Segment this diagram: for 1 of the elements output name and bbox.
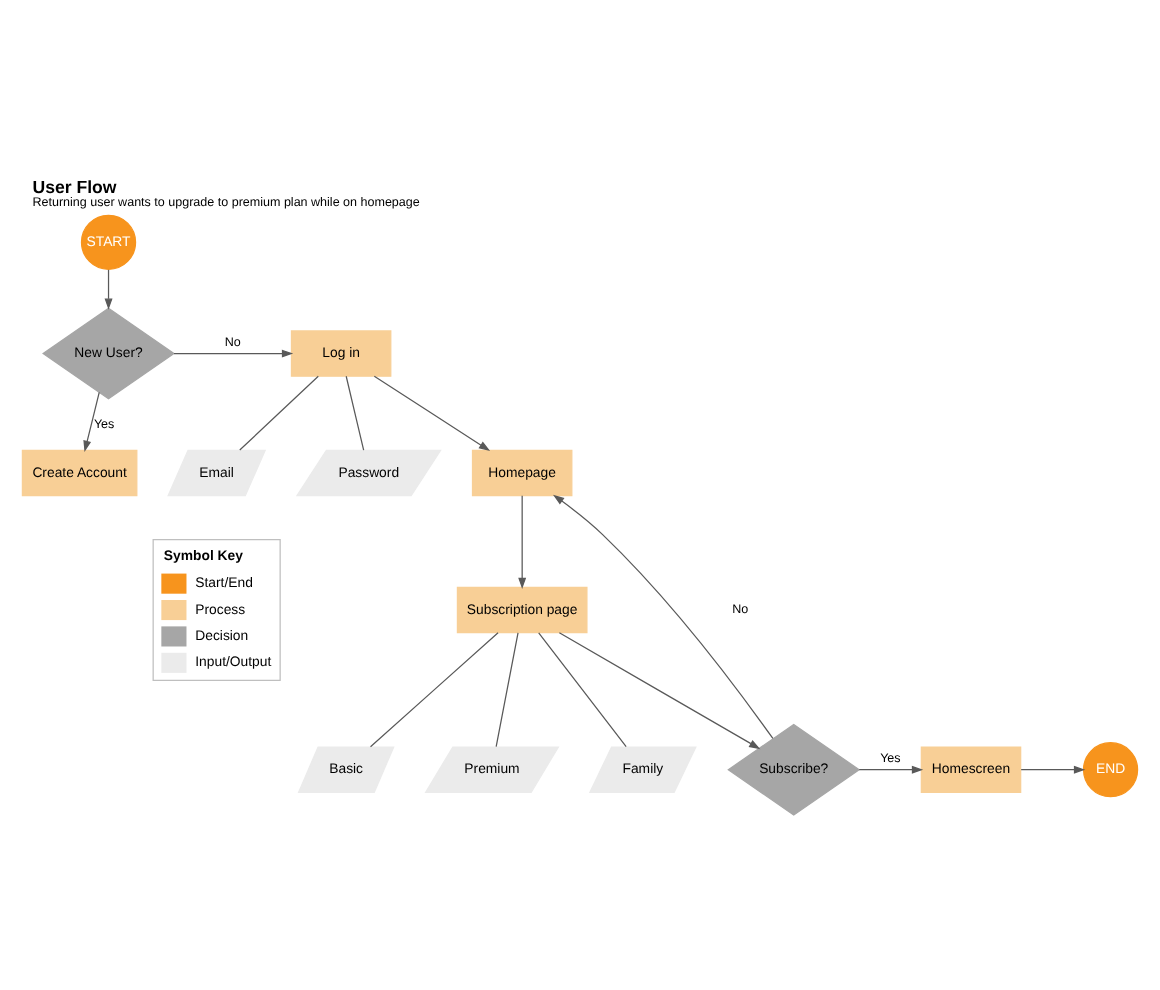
diagram-title: User Flow bbox=[32, 176, 117, 197]
